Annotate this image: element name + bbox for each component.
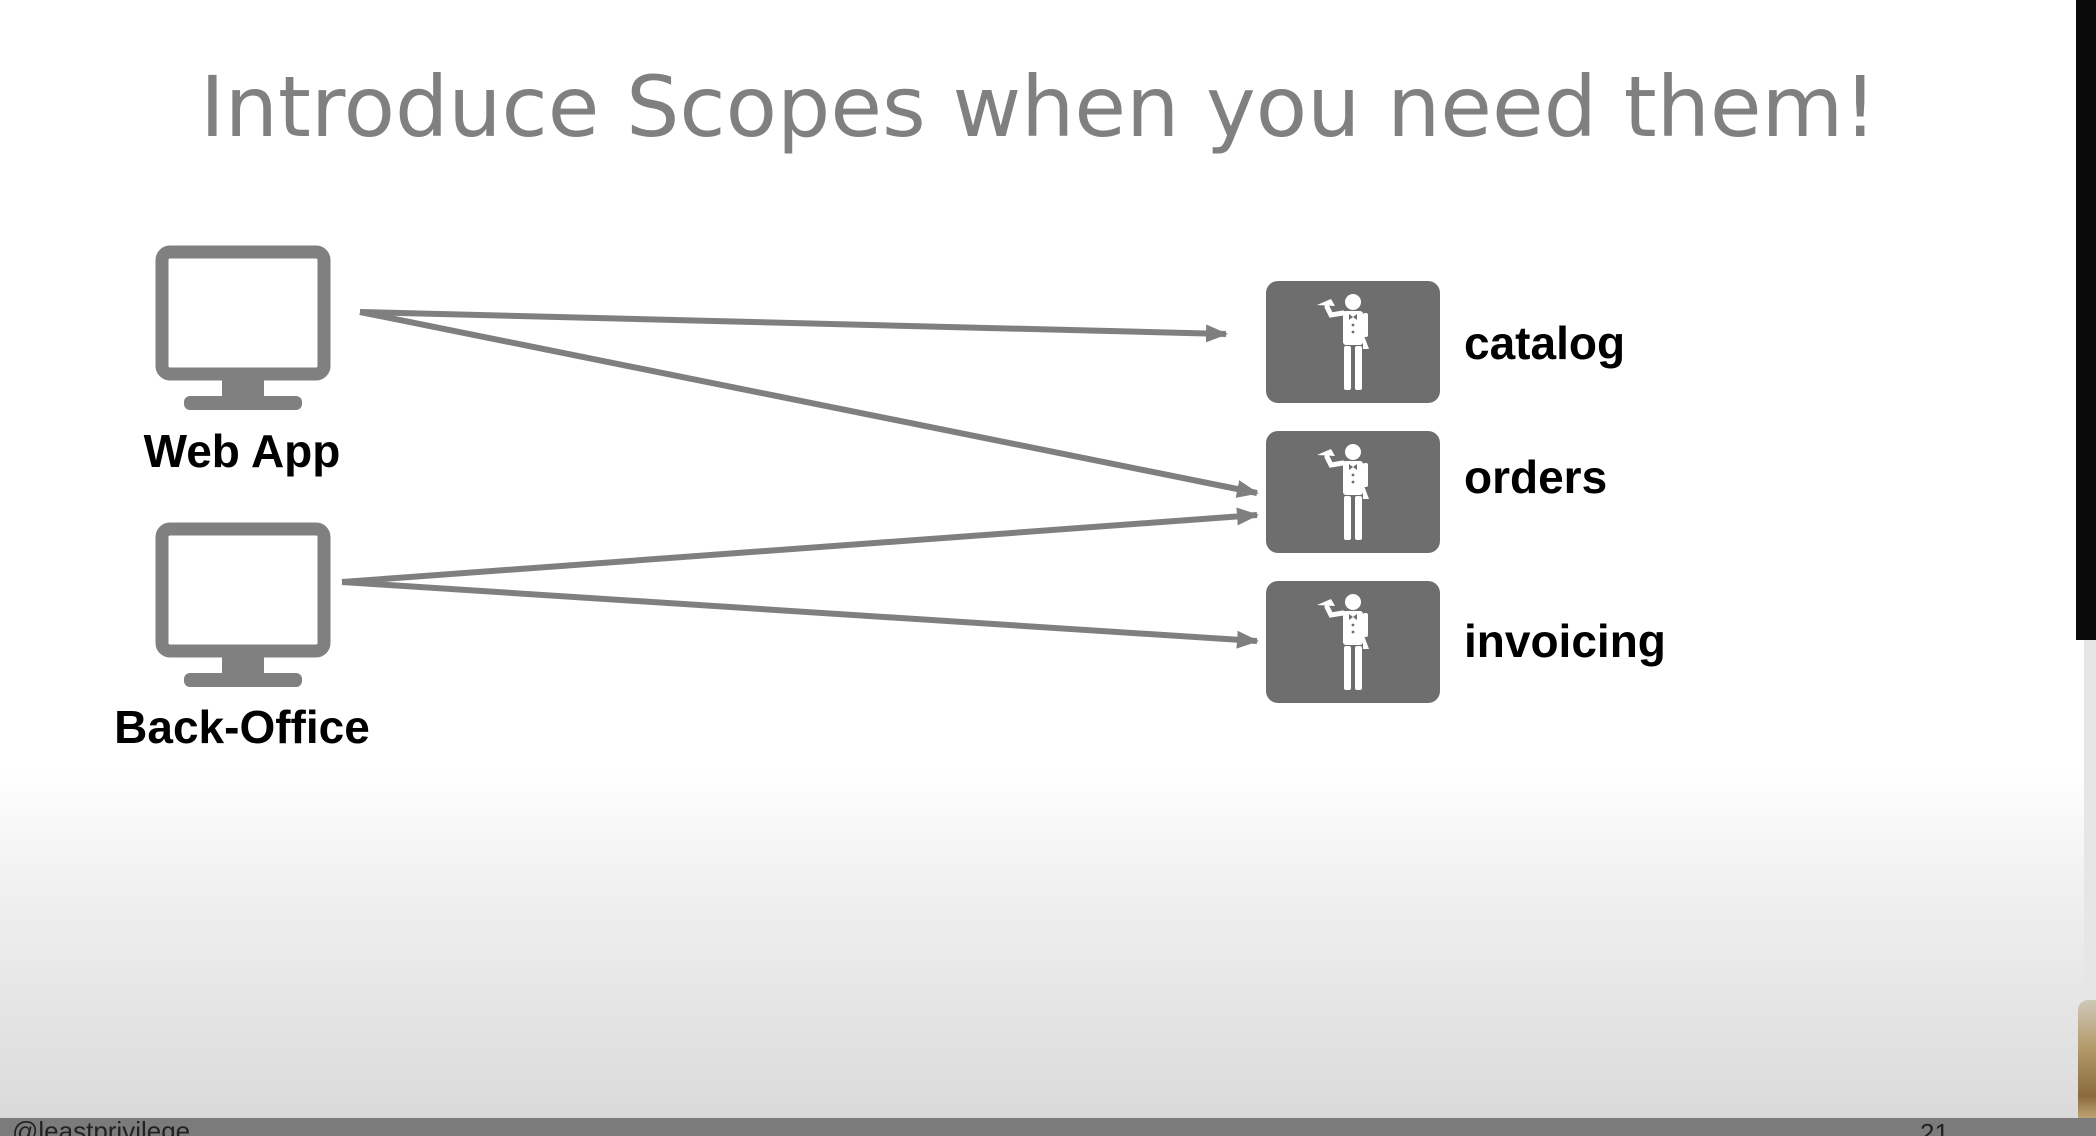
client-back-office (162, 529, 324, 687)
connection-back-office-invoicing (341, 579, 1259, 649)
service-catalog (1266, 281, 1440, 403)
footer-handle: @leastprivilege (12, 1118, 191, 1136)
right-edge-bar (2076, 0, 2096, 640)
webcam-thumbnail (2078, 1000, 2096, 1120)
monitor-icon (162, 529, 324, 687)
service-invoicing (1266, 581, 1440, 703)
client-label-web-app: Web App (143, 425, 341, 477)
connection-web-app-catalog (359, 309, 1228, 343)
client-label-back-office: Back-Office (114, 701, 370, 753)
monitor-icon (162, 252, 324, 410)
service-label-orders: orders (1464, 451, 1608, 503)
connection-web-app-orders (359, 309, 1259, 498)
connection-back-office-orders (341, 507, 1259, 585)
service-label-invoicing: invoicing (1464, 615, 1666, 667)
slide-title: Introduce Scopes when you need them! (199, 58, 1878, 156)
footer-bar: @leastprivilege 21 (0, 1118, 2096, 1136)
client-web-app (162, 252, 324, 410)
connections (341, 309, 1259, 649)
page-number: 21 (1920, 1118, 1949, 1136)
service-orders (1266, 431, 1440, 553)
service-label-catalog: catalog (1464, 317, 1626, 369)
